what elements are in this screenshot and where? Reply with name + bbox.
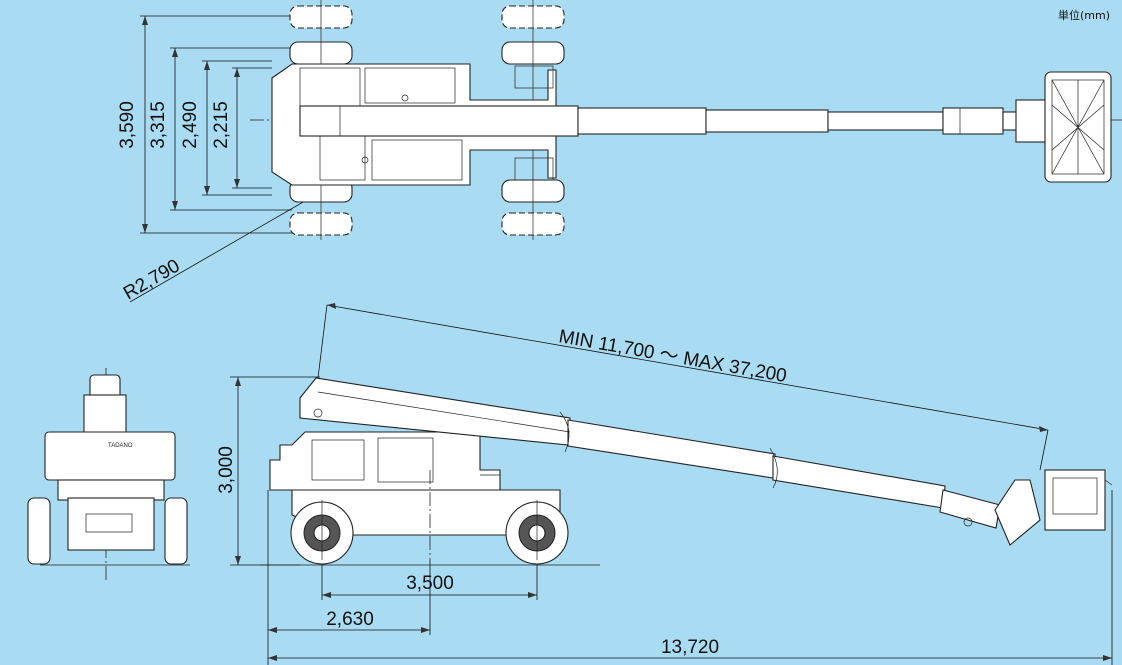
rear-overhang-label: 2,630 xyxy=(326,609,374,630)
side-platform xyxy=(994,469,1113,546)
top-boom xyxy=(299,105,1020,137)
width-label-2215: 2,215 xyxy=(211,101,232,149)
front-view: TADANO xyxy=(27,368,190,580)
width-dimension-lines xyxy=(142,16,240,233)
overall-height-label: 3,000 xyxy=(216,446,237,494)
width-label-3590: 3,590 xyxy=(117,101,138,149)
top-platform xyxy=(1015,71,1112,183)
overall-length-label: 13,720 xyxy=(661,637,719,658)
front-cab xyxy=(44,431,176,481)
side-chassis xyxy=(269,431,561,560)
side-boom xyxy=(299,377,1001,529)
side-wheels xyxy=(260,500,600,566)
turning-radius-label: R2,790 xyxy=(120,256,184,305)
front-left-tire xyxy=(27,497,51,565)
width-label-3315: 3,315 xyxy=(148,101,169,149)
front-right-tire xyxy=(164,497,188,565)
wheelbase-label: 3,500 xyxy=(406,573,454,594)
top-view: 3,590 3,315 2,490 2,215 R2,790 xyxy=(117,0,1122,304)
boom-length-line xyxy=(326,304,1049,431)
length-dimensions xyxy=(267,490,1113,665)
front-logo: TADANO xyxy=(108,443,133,449)
top-wheels xyxy=(289,0,565,240)
boom-length-label: MIN 11,700 ～ MAX 37,200 xyxy=(557,326,788,387)
width-label-2490: 2,490 xyxy=(180,101,201,149)
unit-label: 単位(mm) xyxy=(1058,8,1110,22)
side-view: 3,000 MIN 11,700 ～ MAX 37,200 xyxy=(216,303,1113,665)
